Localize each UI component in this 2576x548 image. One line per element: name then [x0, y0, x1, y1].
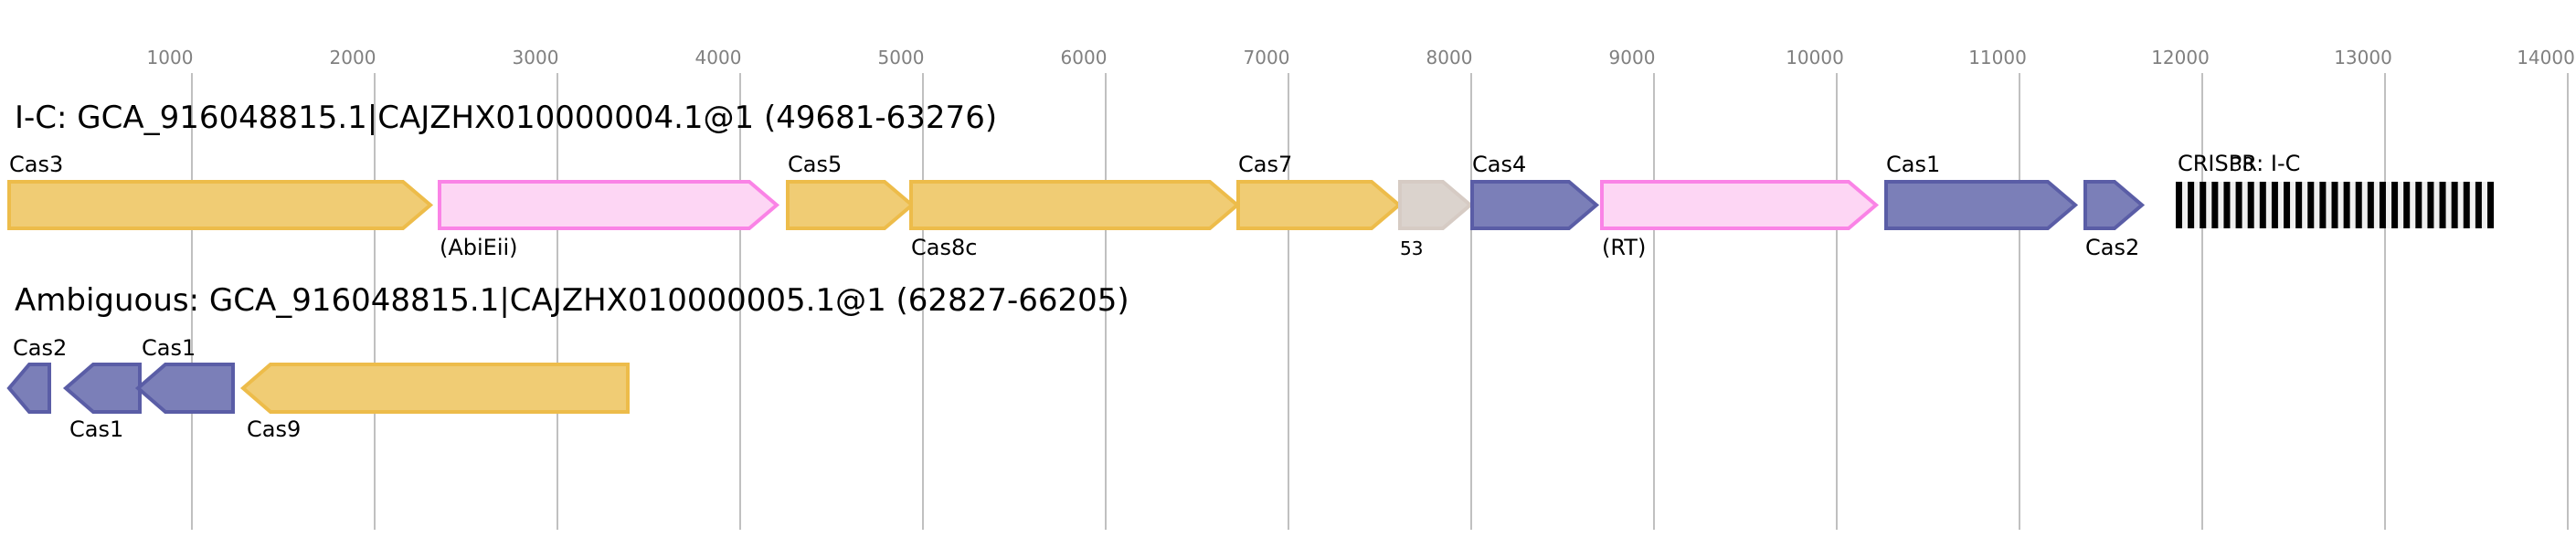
crispr-repeat	[2391, 182, 2399, 228]
crispr-repeat	[2475, 182, 2482, 228]
crispr-repeat	[2439, 182, 2446, 228]
track-1: I-C: GCA_916048815.1|CAJZHX010000004.1@1…	[7, 100, 2494, 260]
tick-label: 2000	[330, 47, 376, 68]
crispr-repeat	[2295, 182, 2303, 228]
track-2: Ambiguous: GCA_916048815.1|CAJZHX0100000…	[6, 282, 1129, 442]
crispr-repeat	[2379, 182, 2386, 228]
tick-label: 3000	[513, 47, 559, 68]
gene-arrow-cas8c[interactable]	[909, 180, 1241, 230]
gene-label: Cas1	[142, 335, 196, 361]
gene-label: Cas1	[1886, 152, 1940, 177]
crispr-repeat	[2235, 182, 2242, 228]
gene-label: Cas9	[247, 416, 301, 442]
tick-label: 6000	[1061, 47, 1108, 68]
crispr-repeat	[2331, 182, 2338, 228]
gene-arrow-cas4[interactable]	[1470, 180, 1600, 230]
crispr-repeat	[2463, 182, 2470, 228]
gene-arrow-53[interactable]	[1398, 180, 1474, 230]
gene-label: Cas2	[2085, 235, 2139, 260]
track-title: Ambiguous: GCA_916048815.1|CAJZHX0100000…	[15, 282, 1129, 319]
crispr-repeat	[2367, 182, 2374, 228]
crispr-repeat	[2247, 182, 2254, 228]
tracks: I-C: GCA_916048815.1|CAJZHX010000004.1@1…	[6, 100, 2494, 442]
crispr-repeat	[2284, 182, 2291, 228]
gene-label: (RT)	[1602, 235, 1646, 260]
crispr-repeat	[2211, 182, 2219, 228]
crispr-repeat	[2176, 182, 2182, 228]
gene-arrow-cas2[interactable]	[6, 363, 51, 414]
tick-label: 1000	[147, 47, 194, 68]
gene-label: Cas5	[788, 152, 842, 177]
tick-label: 10000	[1786, 47, 1844, 68]
crispr-repeat	[2259, 182, 2266, 228]
crispr-repeat	[2200, 182, 2207, 228]
tick-label: 13000	[2334, 47, 2392, 68]
crispr-repeat	[2188, 182, 2195, 228]
crispr-count-label: 38	[2231, 153, 2253, 175]
grid: 1000 2000 3000 4000 5000 6000 7000 8000 9000 1000…	[147, 47, 2575, 530]
crispr-repeat	[2403, 182, 2411, 228]
gene-arrow-cas3[interactable]	[7, 180, 434, 230]
crispr-repeat	[2451, 182, 2458, 228]
gene-label: Cas8c	[911, 235, 977, 260]
track-title: I-C: GCA_916048815.1|CAJZHX010000004.1@1…	[15, 100, 997, 136]
gene-arrow-rt[interactable]	[1600, 180, 1880, 230]
gene-arrow-cas1[interactable]	[62, 363, 142, 414]
crispr-repeat	[2355, 182, 2362, 228]
crispr-repeat	[2415, 182, 2422, 228]
tick-label: 8000	[1426, 47, 1473, 68]
crispr-repeat	[2427, 182, 2434, 228]
gene-label: Cas1	[69, 416, 123, 442]
gene-label: 53	[1400, 237, 1423, 259]
tick-label: 9000	[1609, 47, 1656, 68]
crispr-repeat	[2343, 182, 2350, 228]
crispr-repeat	[2319, 182, 2327, 228]
gene-arrow-cas5[interactable]	[786, 180, 916, 230]
gene-label: Cas2	[13, 335, 67, 361]
tick-label: 5000	[878, 47, 925, 68]
crispr-repeat	[2271, 182, 2278, 228]
crispr-repeat	[2307, 182, 2315, 228]
tick-label: 14000	[2517, 47, 2575, 68]
crispr-label: CRISPR: I-C	[2178, 151, 2300, 176]
tick-label: 11000	[1968, 47, 2027, 68]
gene-label: Cas4	[1472, 152, 1526, 177]
gene-arrow-cas1[interactable]	[1884, 180, 2079, 230]
gene-arrow-abieii[interactable]	[438, 180, 780, 230]
gene-arrow-cas2[interactable]	[2083, 180, 2146, 230]
gene-label: (AbiEii)	[440, 235, 518, 260]
gene-label: Cas7	[1238, 152, 1292, 177]
tick-label: 4000	[695, 47, 742, 68]
crispr-repeat	[2223, 182, 2231, 228]
tick-label: 7000	[1244, 47, 1290, 68]
gene-arrow-cas7[interactable]	[1236, 180, 1403, 230]
gene-arrow-cas1[interactable]	[134, 363, 235, 414]
gene-label: Cas3	[9, 152, 63, 177]
gene-arrow-cas9[interactable]	[239, 363, 630, 414]
tick-label: 12000	[2151, 47, 2210, 68]
crispr-repeat	[2487, 182, 2494, 228]
crispr-array[interactable]: CRISPR: I-C38	[2176, 151, 2494, 228]
